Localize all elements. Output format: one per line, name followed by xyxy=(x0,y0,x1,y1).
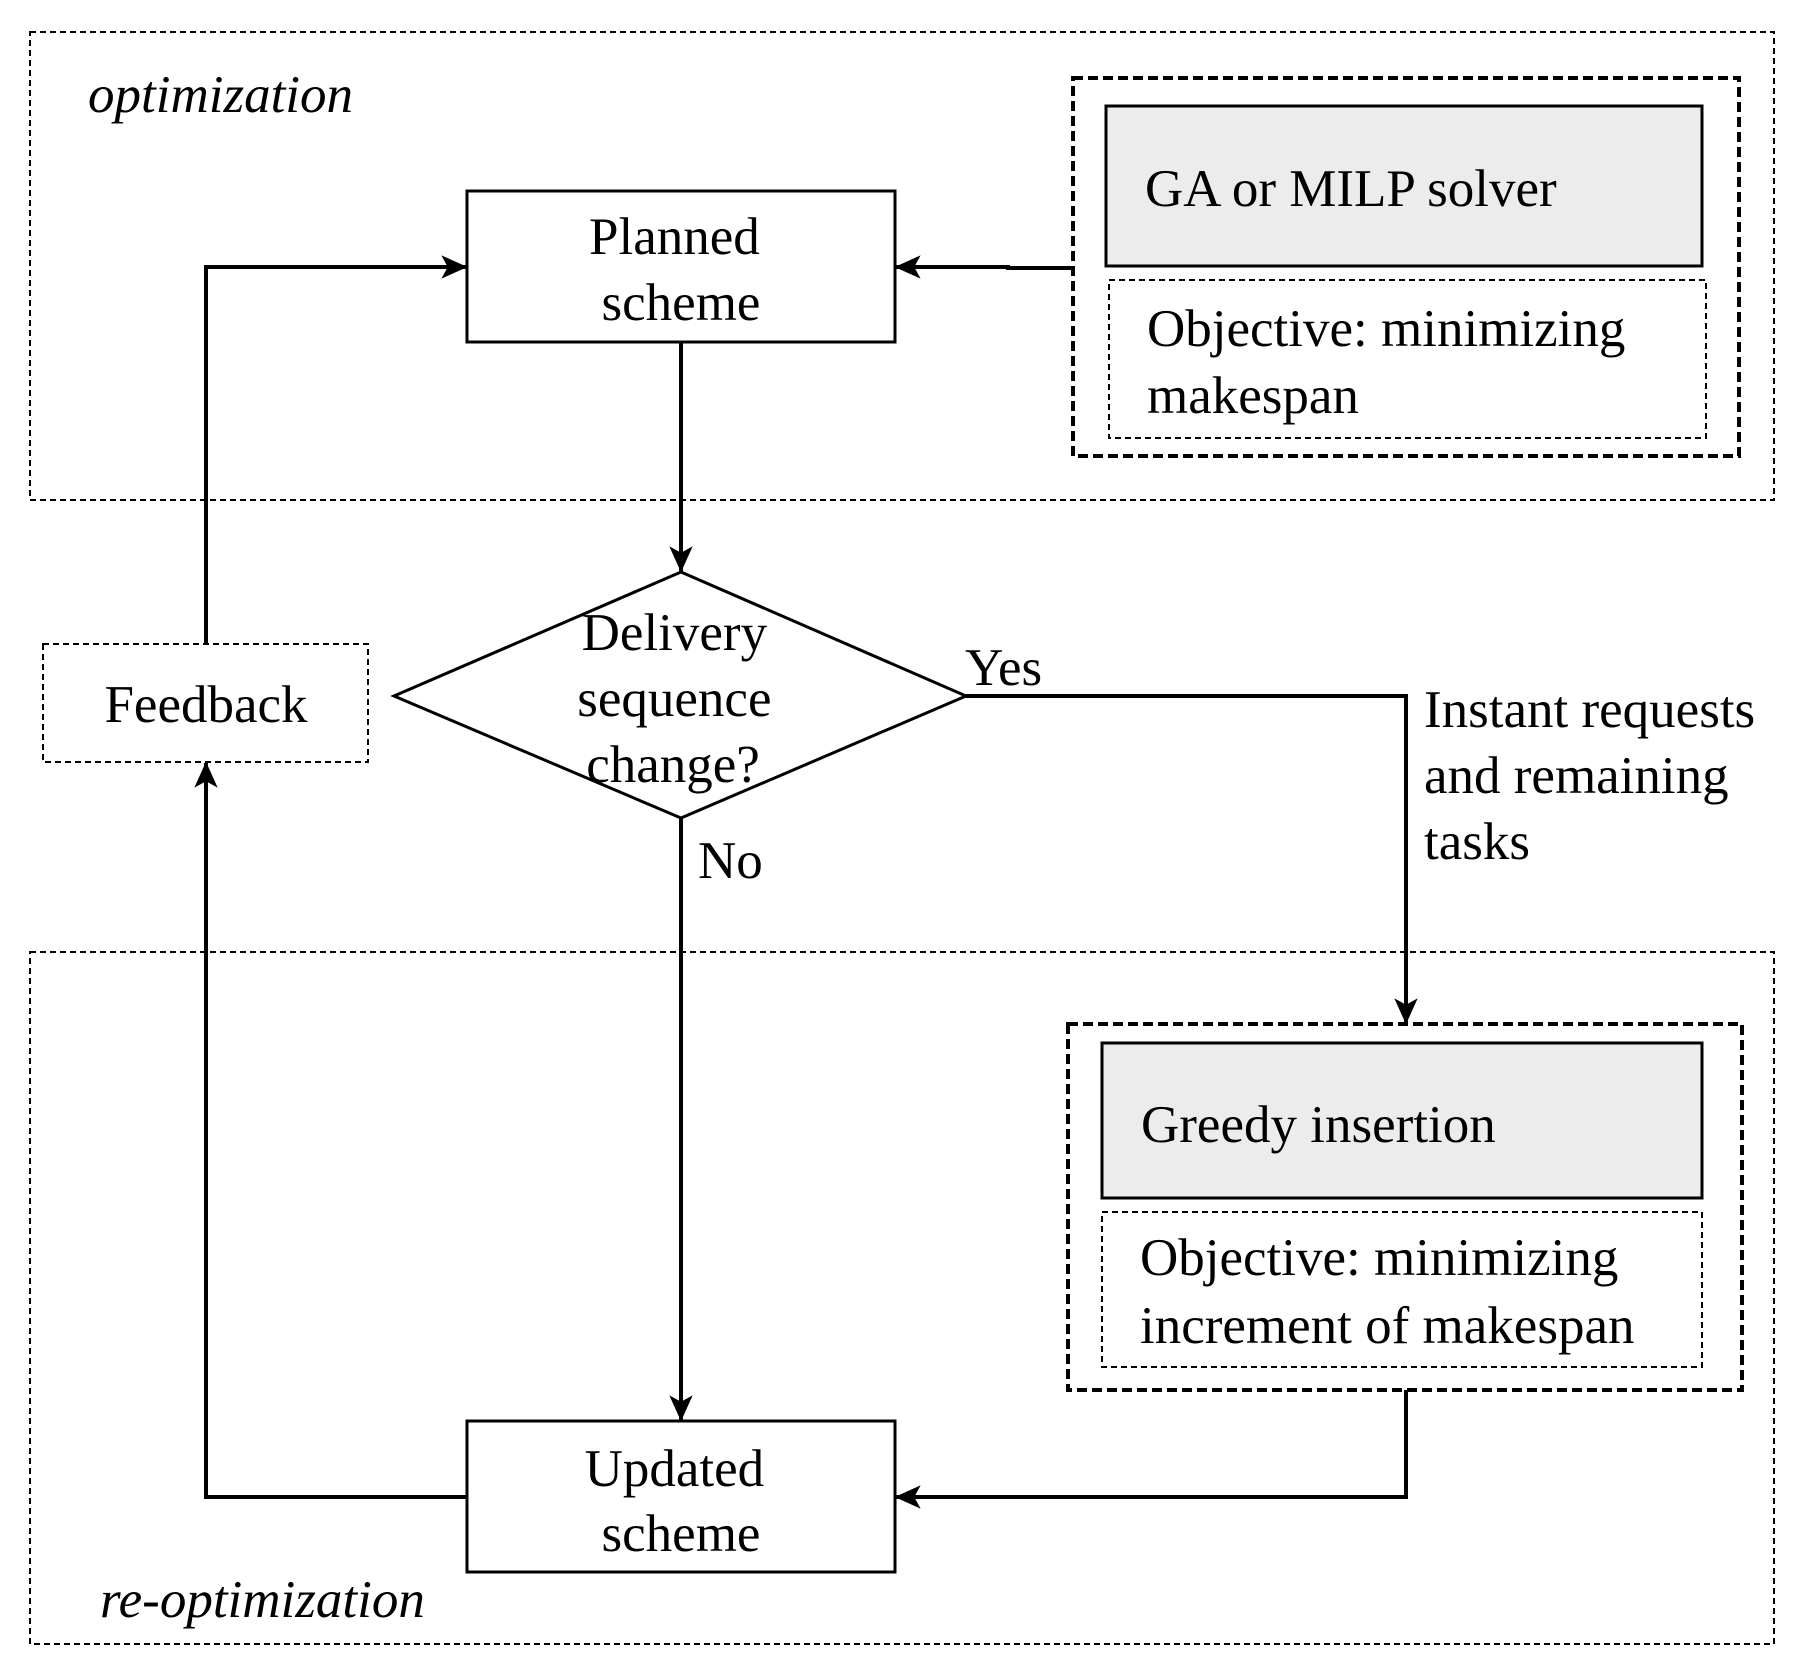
arrow-updated-to-feedback xyxy=(194,761,467,1499)
feedback-label: Feedback xyxy=(104,676,308,734)
reoptimization-region-label: re-optimization xyxy=(100,1571,425,1629)
greedy-objective-box xyxy=(1101,1211,1703,1368)
greedy-label: Greedy insertion xyxy=(1141,1096,1496,1154)
solver-label: GA or MILP solver xyxy=(1145,160,1557,218)
updated-scheme-label: Updated scheme xyxy=(585,1440,778,1563)
optimization-region xyxy=(29,31,1775,501)
reoptimization-region xyxy=(29,951,1775,1645)
arrow-decision-yes-to-greedy xyxy=(966,694,1418,1025)
no-label: No xyxy=(698,832,763,890)
greedy-box xyxy=(1100,1041,1704,1200)
optimization-region-label: optimization xyxy=(88,66,353,124)
arrow-greedy-to-updated xyxy=(894,1390,1408,1509)
solver-objective-box xyxy=(1108,279,1707,439)
solver-box xyxy=(1104,104,1704,268)
updated-scheme-box xyxy=(465,1419,897,1574)
planned-scheme-label: Planned scheme xyxy=(589,208,773,332)
instant-requests-label: Instant requests and remaining tasks xyxy=(1424,681,1768,871)
greedy-objective-label: Objective: minimizing increment of makes… xyxy=(1140,1229,1634,1355)
decision-label: Delivery sequence change? xyxy=(577,604,784,794)
solver-objective-label: Objective: minimizing makespan xyxy=(1147,300,1639,425)
arrow-solver-to-planned xyxy=(894,255,1073,279)
arrow-feedback-to-planned xyxy=(204,255,468,644)
yes-label: Yes xyxy=(965,639,1042,697)
